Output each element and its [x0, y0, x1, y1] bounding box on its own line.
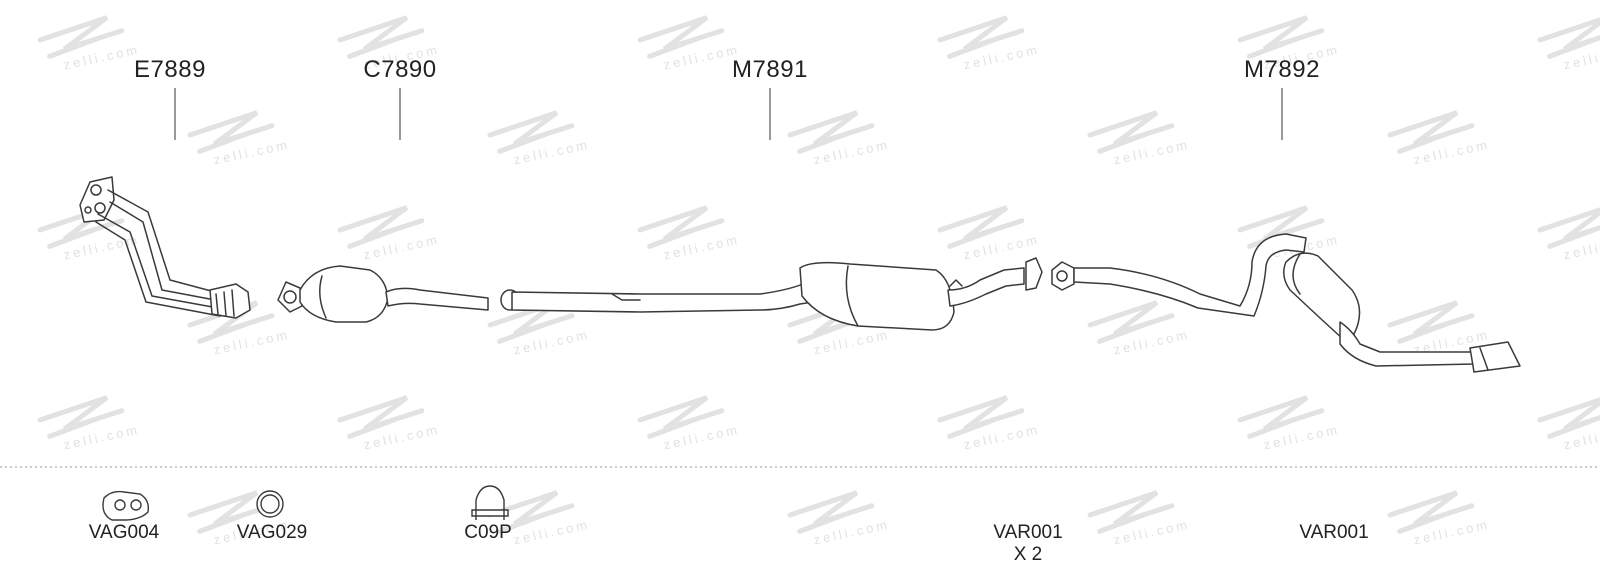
watermark-logo: zelli.com [637, 15, 741, 72]
accessory-quantity: X 2 [1013, 544, 1043, 565]
m7891-box-seam [845, 265, 859, 327]
watermark-logo: zelli.com [937, 395, 1041, 452]
m7891-outlet-pipe [947, 267, 1025, 307]
part-label-c7890: C7890 [363, 56, 437, 83]
front-pipe-flange [79, 176, 115, 223]
watermark-logo: zelli.com [187, 110, 291, 167]
cat-flange-hole [283, 290, 297, 304]
flange-hole [94, 202, 106, 214]
watermark-logo: zelli.com [937, 205, 1041, 262]
m7892-flange-hole [1056, 270, 1068, 282]
watermark-logo: zelli.com [1537, 205, 1600, 262]
accessory-label-vag004: VAG004 [89, 522, 159, 544]
watermark-logo: zelli.com [337, 205, 441, 262]
m7891-pipe [511, 275, 827, 313]
part-label-e7889: E7889 [134, 56, 206, 83]
rear-section-m7892 [1051, 233, 1521, 373]
part-label-m7891: M7891 [732, 56, 808, 83]
watermark-logo: zelli.com [1537, 395, 1600, 452]
flange-hole [90, 184, 102, 196]
accessory-code: VAR001 [1299, 522, 1369, 543]
cat-body-ridge [319, 275, 327, 319]
watermark-logo: zelli.com [1087, 490, 1191, 547]
accessory-label-c09p: C09P [464, 522, 512, 544]
watermark-logo: zelli.com [787, 110, 891, 167]
watermark-logo: zelli.com [37, 15, 141, 72]
front-pipe-outlet-flange [209, 283, 251, 319]
accessory-label-var001-pair: VAR001 X 2 [993, 522, 1062, 566]
m7892-box-seam [1292, 253, 1301, 295]
m7891-outlet-flange [1025, 257, 1043, 291]
accessory-code: VAR001 [993, 522, 1063, 543]
front-pipe-e7889 [79, 176, 251, 319]
accessory-code: C09P [464, 522, 512, 543]
cat-body [299, 265, 389, 323]
m7891-hanger [949, 279, 963, 287]
watermark-logo: zelli.com [787, 490, 891, 547]
cat-outlet-pipe [385, 287, 489, 311]
middle-section-m7891 [500, 257, 1043, 331]
leader-lines [174, 88, 1283, 140]
u-clamp-icon [471, 485, 509, 520]
m7892-pipe [1073, 233, 1307, 317]
catalytic-converter-c7890 [277, 265, 489, 323]
m7891-box [799, 261, 955, 331]
m7891-pipe-bend [611, 293, 641, 301]
watermark-logo: zelli.com [1387, 110, 1491, 167]
front-pipe-tube [95, 189, 221, 317]
watermark-logo: zelli.com [487, 110, 591, 167]
watermark-logo: zelli.com [937, 15, 1041, 72]
watermark-logo: zelli.com [1387, 490, 1491, 547]
watermark-logo: zelli.com [637, 395, 741, 452]
accessory-label-var001: VAR001 [1299, 522, 1368, 544]
front-pipe-clamp [215, 289, 235, 317]
watermark-logo: zelli.com [1087, 300, 1191, 357]
m7892-tip-edge [1479, 347, 1489, 371]
gasket-ring-icon [256, 490, 284, 518]
gasket-two-hole-icon [102, 490, 150, 521]
accessory-label-vag029: VAG029 [237, 522, 307, 544]
watermark-logo: zelli.com [337, 395, 441, 452]
accessory-code: VAG004 [88, 522, 160, 543]
watermark-logo: zelli.com [1087, 110, 1191, 167]
m7892-box [1283, 252, 1361, 341]
watermark-logo: zelli.com [37, 395, 141, 452]
accessory-code: VAG029 [236, 522, 308, 543]
m7892-tailpipe-tip [1469, 341, 1521, 373]
watermark-logo: zelli.com [1237, 395, 1341, 452]
watermark-logo: zelli.com [637, 205, 741, 262]
part-label-m7892: M7892 [1244, 56, 1320, 83]
watermark-logo: zelli.com [1537, 15, 1600, 72]
flange-hole [84, 206, 92, 214]
